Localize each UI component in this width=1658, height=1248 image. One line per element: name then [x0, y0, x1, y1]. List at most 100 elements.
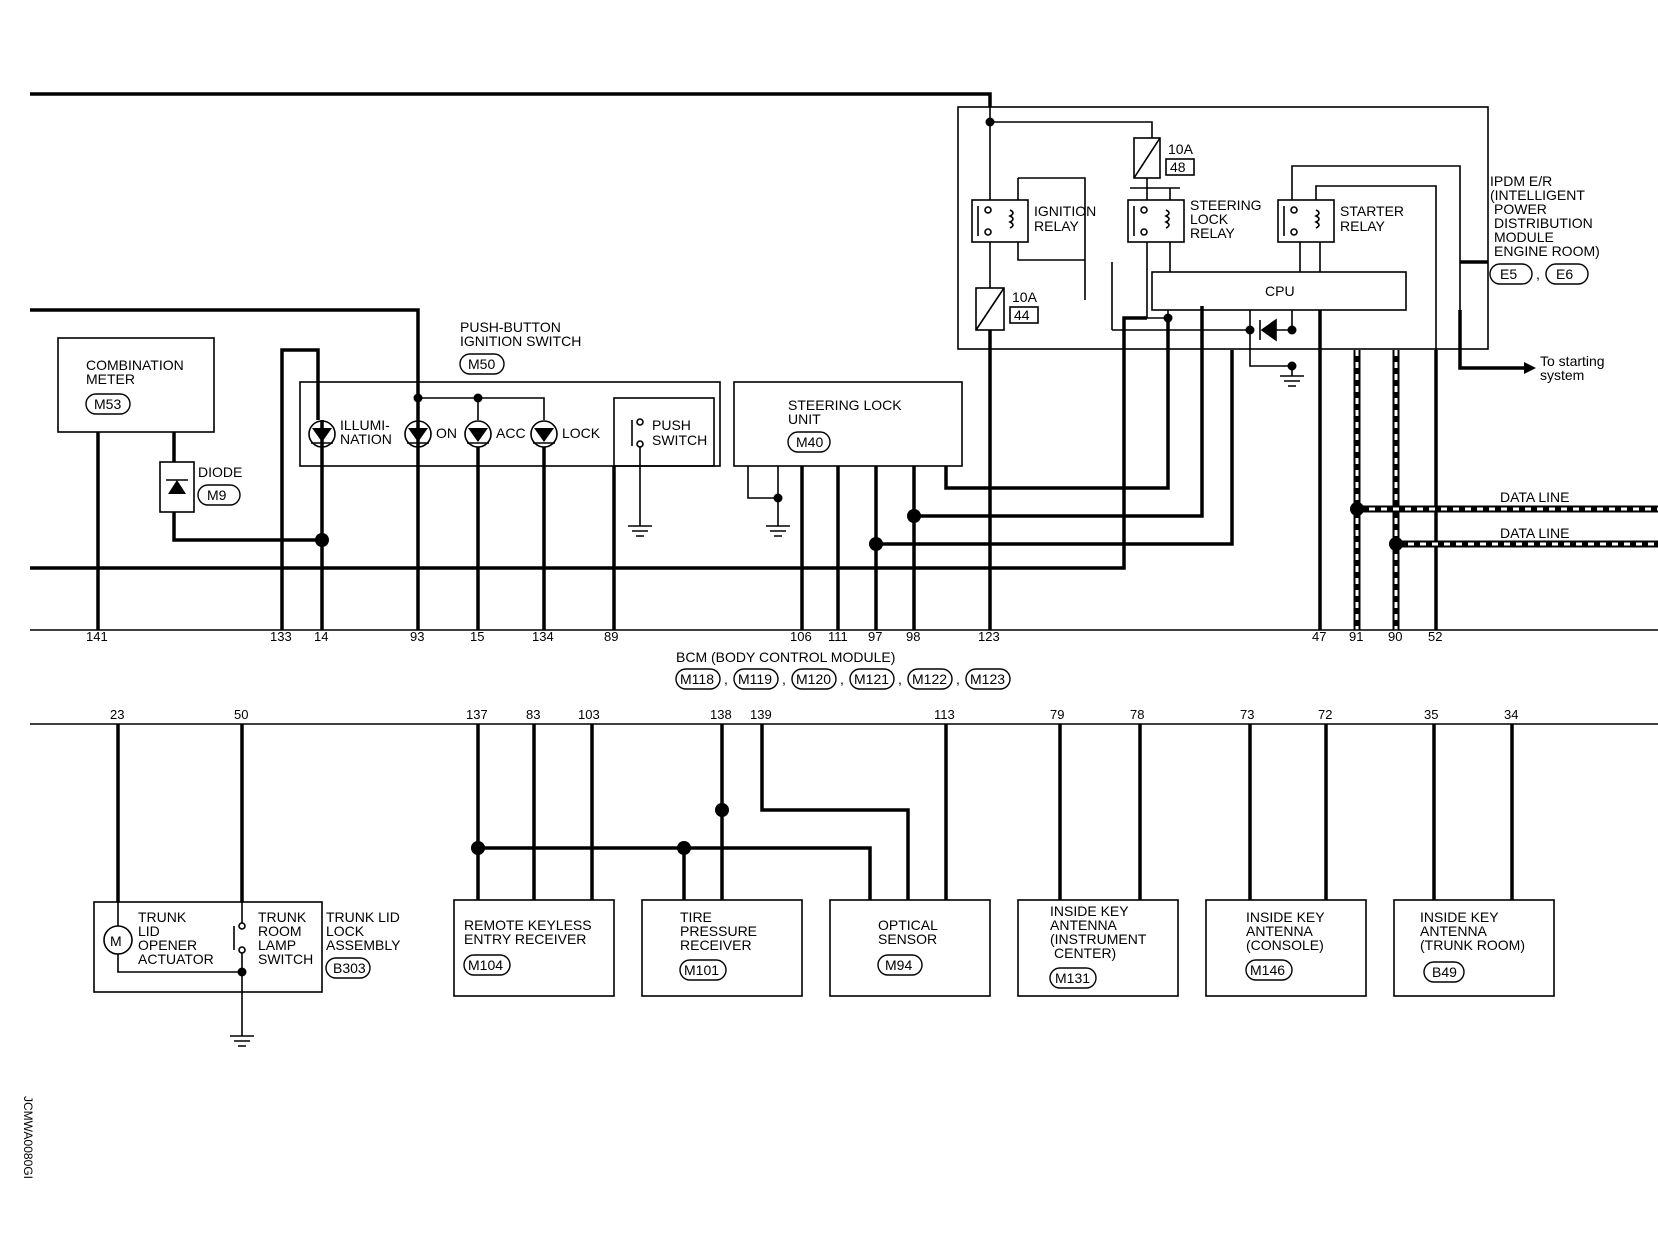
fuse-44: 10A 44: [975, 287, 1039, 331]
svg-text:M101: M101: [684, 962, 719, 978]
lock-led: LOCK: [530, 420, 601, 448]
push-button-title-2: IGNITION SWITCH: [460, 333, 581, 349]
push-switch-label-2: SWITCH: [652, 432, 707, 448]
fuse-48-amps: 10A: [1168, 141, 1194, 157]
pin-47: 47: [1312, 629, 1326, 644]
ipdm-connector-e6: E6: [1545, 263, 1589, 285]
trunk-lid-lock-label-1: TRUNK LID: [326, 909, 400, 925]
diode-label: DIODE: [198, 464, 242, 480]
trunk-lid-lock-assembly: M TRUNK LID OPENER ACTUATOR TRUNK ROOM L…: [93, 901, 401, 1047]
combination-meter-label-1: COMBINATION: [86, 357, 184, 373]
lamp-switch-label-4: SWITCH: [258, 951, 313, 967]
ipdm-title-1: IPDM E/R: [1490, 173, 1552, 189]
opener-label-2: LID: [138, 923, 160, 939]
to-starting-system: To starting system: [1458, 260, 1605, 383]
pin-15: 15: [470, 629, 484, 644]
pin-52: 52: [1428, 629, 1442, 644]
starter-relay: STARTER RELAY: [1277, 199, 1404, 243]
svg-text:M146: M146: [1250, 962, 1285, 978]
steering-lock-unit-label-2: UNIT: [788, 411, 821, 427]
antenna-trunk-label-2: ANTENNA: [1420, 923, 1488, 939]
bcm-connectors: M118 , M119 , M120 , M121 , M122 , M123: [675, 668, 1011, 690]
lock-label: LOCK: [562, 425, 601, 441]
optical-sensor-label-2: SENSOR: [878, 931, 937, 947]
pin-83: 83: [526, 707, 540, 722]
svg-text:,: ,: [840, 671, 844, 687]
remote-keyless-connector: M104: [463, 954, 511, 976]
tire-pressure-connector: M101: [679, 959, 727, 981]
acc-led: ACC: [464, 420, 526, 448]
antenna-console-label-1: INSIDE KEY: [1246, 909, 1325, 925]
tire-pressure-label-2: PRESSURE: [680, 923, 757, 939]
optical-sensor: OPTICAL SENSOR M94: [829, 899, 991, 997]
svg-text:E5: E5: [1500, 266, 1517, 282]
combination-meter: COMBINATION METER M53: [57, 337, 215, 433]
remote-keyless-label-2: ENTRY RECEIVER: [464, 931, 586, 947]
pin-106: 106: [790, 629, 812, 644]
steering-lock-relay-label-3: RELAY: [1190, 225, 1236, 241]
illumination-led: ILLUMI- NATION: [308, 417, 392, 448]
antenna-instrument-label-3: (INSTRUMENT: [1050, 931, 1147, 947]
cpu-label: CPU: [1265, 283, 1295, 299]
steering-lock-relay: STEERING LOCK RELAY: [1127, 197, 1262, 243]
to-starting-label-1: To starting: [1540, 353, 1605, 369]
svg-text:M9: M9: [207, 487, 227, 503]
antenna-console-label-3: (CONSOLE): [1246, 937, 1324, 953]
inside-key-antenna-trunk-room: INSIDE KEY ANTENNA (TRUNK ROOM) B49: [1393, 899, 1555, 997]
ignition-relay-label-1: IGNITION: [1034, 203, 1096, 219]
lamp-switch-label-1: TRUNK: [258, 909, 307, 925]
trunk-lid-lock-connector: B303: [325, 957, 371, 979]
on-led: ON: [404, 420, 457, 448]
svg-text:M122: M122: [912, 671, 947, 687]
svg-text:M131: M131: [1055, 970, 1090, 986]
svg-text:M53: M53: [94, 396, 121, 412]
svg-text:M40: M40: [796, 434, 823, 450]
ipdm-label: IPDM E/R (INTELLIGENT POWER DISTRIBUTION…: [1489, 173, 1600, 285]
ipdm-title-6: ENGINE ROOM): [1494, 243, 1600, 259]
trunk-lid-lock-label-3: ASSEMBLY: [326, 937, 401, 953]
steering-lock-relay-label-1: STEERING: [1190, 197, 1262, 213]
pin-90: 90: [1388, 629, 1402, 644]
trunk-lid-opener-actuator: M TRUNK LID OPENER ACTUATOR: [103, 902, 242, 973]
pin-134: 134: [532, 629, 554, 644]
push-switch-label-1: PUSH: [652, 417, 691, 433]
illumination-label-2: NATION: [340, 431, 392, 447]
bcm-title: BCM (BODY CONTROL MODULE): [676, 649, 895, 665]
pin-137: 137: [466, 707, 488, 722]
push-button-ignition-switch: PUSH-BUTTON IGNITION SWITCH M50 ILLUMI- …: [280, 319, 721, 630]
bcm-top-pins: 141 133 14 93 15 134 89 106 111 97 98 12…: [86, 629, 1442, 644]
figure-code: JCMWA0080GI: [21, 1096, 35, 1179]
pin-78: 78: [1130, 707, 1144, 722]
ipdm-module: 10A 48 IGNITION RELAY STEERING LOCK: [30, 92, 1605, 387]
push-button-title-1: PUSH-BUTTON: [460, 319, 561, 335]
svg-text:M104: M104: [468, 957, 503, 973]
ipdm-connector-e5: E5: [1489, 263, 1533, 285]
tire-pressure-receiver: TIRE PRESSURE RECEIVER M101: [641, 899, 803, 997]
illumination-label-1: ILLUMI-: [340, 417, 390, 433]
pin-35: 35: [1424, 707, 1438, 722]
bcm-module: 141 133 14 93 15 134 89 106 111 97 98 12…: [30, 629, 1658, 725]
optical-sensor-label-1: OPTICAL: [878, 917, 938, 933]
push-button-connector: M50: [459, 353, 505, 375]
diode-connector: M9: [197, 484, 241, 506]
lamp-switch-label-3: LAMP: [258, 937, 296, 953]
cpu-block: CPU: [1151, 271, 1407, 311]
pin-73: 73: [1240, 707, 1254, 722]
antenna-trunk-connector: B49: [1423, 961, 1465, 983]
remote-keyless-entry-receiver: REMOTE KEYLESS ENTRY RECEIVER M104: [453, 899, 615, 997]
antenna-instrument-label-2: ANTENNA: [1050, 917, 1118, 933]
antenna-trunk-label-3: (TRUNK ROOM): [1420, 937, 1525, 953]
fuse-44-amps: 10A: [1012, 289, 1038, 305]
antenna-instrument-label-1: INSIDE KEY: [1050, 903, 1129, 919]
bcm-bottom-pins: 23 50 137 83 103 138 139 113 79 78 73 72…: [110, 707, 1518, 722]
svg-text:M50: M50: [468, 356, 495, 372]
svg-text:,: ,: [724, 671, 728, 687]
antenna-console-label-2: ANTENNA: [1246, 923, 1314, 939]
pin-139: 139: [750, 707, 772, 722]
ipdm-title-2: (INTELLIGENT: [1490, 187, 1585, 203]
remote-keyless-label-1: REMOTE KEYLESS: [464, 917, 592, 933]
pin-133: 133: [270, 629, 292, 644]
pin-91: 91: [1349, 629, 1363, 644]
fuse-48: 10A 48: [1133, 137, 1195, 179]
pin-23: 23: [110, 707, 124, 722]
